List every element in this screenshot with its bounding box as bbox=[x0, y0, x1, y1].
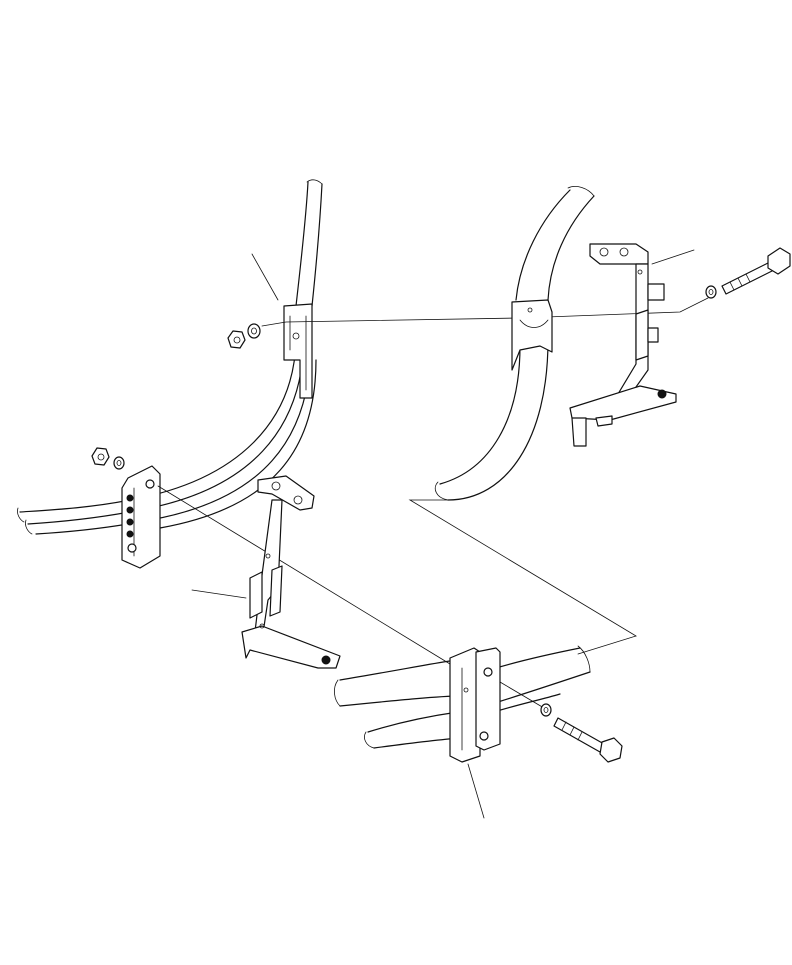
lower-left-nut bbox=[91, 447, 110, 466]
upper-right-clamp bbox=[511, 299, 553, 371]
lower-left-clamp bbox=[121, 465, 161, 569]
bottom-bolt bbox=[553, 717, 623, 763]
bottom-washer bbox=[540, 703, 552, 717]
upper-washer bbox=[247, 323, 261, 339]
right-support-bracket bbox=[569, 243, 677, 447]
upper-left-clamp bbox=[283, 303, 313, 399]
left-hose-bundle bbox=[17, 179, 323, 535]
lower-left-washer bbox=[113, 456, 125, 470]
routing-line bbox=[408, 499, 637, 655]
leader-line-bracket bbox=[191, 589, 247, 599]
left-support-bracket bbox=[241, 475, 341, 669]
right-hose bbox=[434, 186, 595, 501]
leader-line bbox=[251, 253, 279, 301]
bottom-clamp bbox=[449, 647, 501, 763]
right-bolt bbox=[721, 247, 791, 295]
leader-line-right bbox=[651, 249, 695, 265]
right-washer bbox=[705, 285, 717, 299]
axis-line-bolt bbox=[499, 681, 545, 709]
upper-nut bbox=[227, 330, 246, 349]
leader-line-bottom bbox=[467, 763, 485, 819]
